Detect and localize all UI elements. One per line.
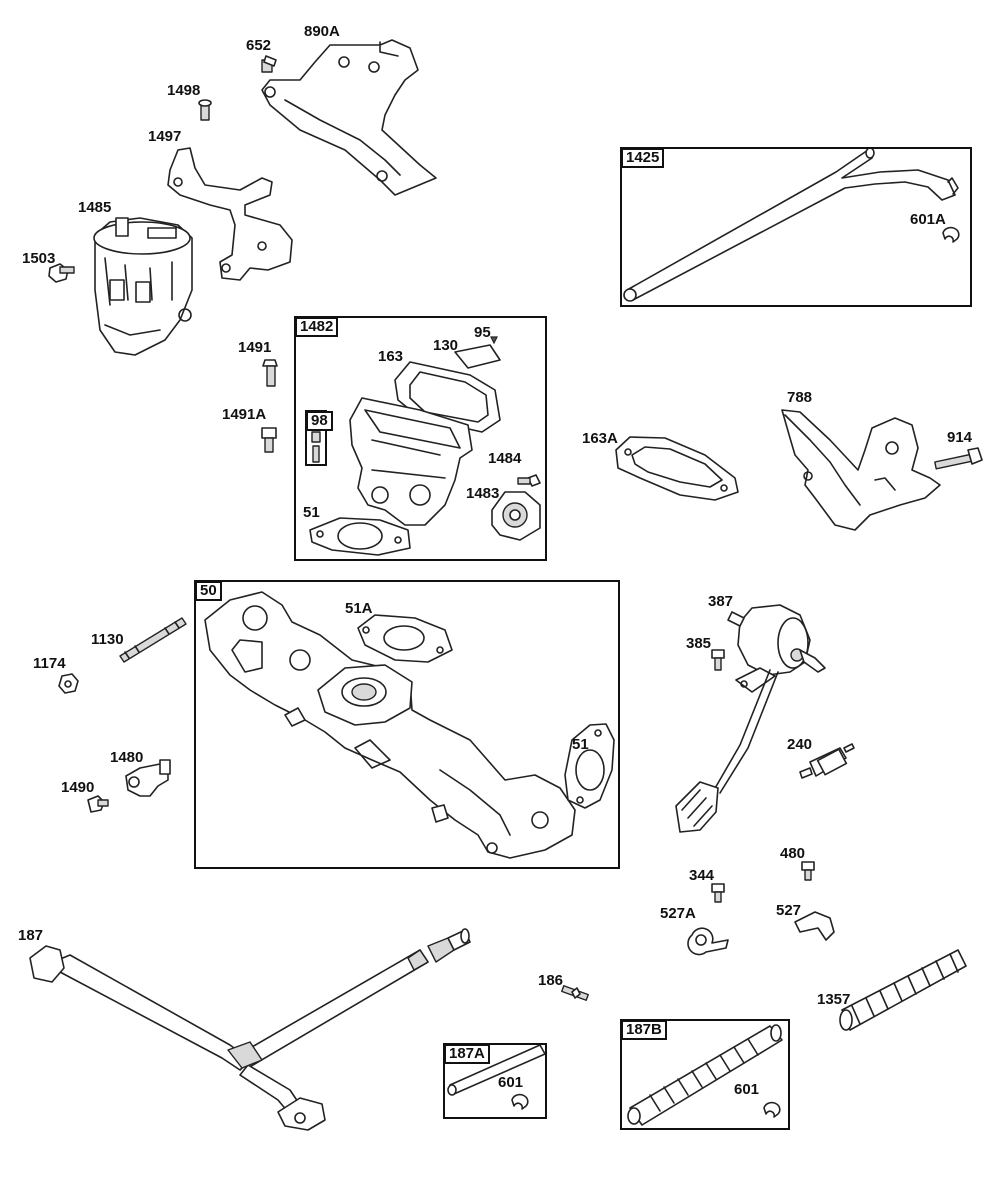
callout-163: 163 [378,348,404,365]
bolt-1491-drawing [262,359,278,387]
callout-480: 480 [780,845,806,862]
stud-1130-drawing [119,617,187,663]
callout-385: 385 [686,635,712,652]
box-1482: 1482 [294,316,547,561]
screw-385-drawing [711,649,725,671]
bracket-890a-drawing [261,39,437,196]
callout-601-tube-b: 601 [734,1081,760,1098]
fuel-filter-240-drawing [799,743,855,779]
tube-1425-drawing [623,147,959,302]
callout-1174: 1174 [33,655,66,672]
callout-527a: 527A [660,905,696,922]
callout-1480: 1480 [110,749,144,766]
screw-1498-drawing [198,99,212,121]
tube-187b-drawing [627,1024,783,1126]
screw-344-drawing [711,883,725,903]
box-187a: 187A [443,1043,547,1119]
callout-1357: 1357 [817,991,851,1008]
callout-187: 187 [18,927,44,944]
bracket-1497-drawing [167,147,293,281]
box-98: 98 [305,410,333,466]
fitting-1480-drawing [125,759,171,797]
callout-914: 914 [947,429,973,446]
box-label-1425: 1425 [621,148,665,168]
callout-1498: 1498 [167,82,201,99]
callout-344: 344 [689,867,715,884]
callout-51-throttle: 51 [303,504,320,521]
callout-1497: 1497 [148,128,182,145]
callout-1485: 1485 [78,199,112,216]
callout-387: 387 [708,593,734,610]
bracket-788-drawing [781,409,941,531]
gasket-163a-drawing [615,436,739,501]
manifold-50-drawing [204,591,576,859]
callout-130: 130 [433,337,459,354]
screw-480-drawing [801,861,815,881]
clamp-527-drawing [794,911,835,941]
callout-163a: 163A [582,430,618,447]
callout-1503: 1503 [22,250,56,267]
callout-95: 95 [474,324,491,341]
filter-housing-1485-drawing [93,217,193,356]
fuel-pump-387-drawing [675,604,826,833]
callout-601-tube-a: 601 [498,1074,524,1091]
callout-652: 652 [246,37,272,54]
fitting-186-drawing [561,985,589,1001]
box-187b: 187B [620,1019,790,1130]
box-label-1482: 1482 [295,317,339,337]
callout-186: 186 [538,972,564,989]
box-label-187b: 187B [621,1020,667,1040]
callout-1483: 1483 [466,485,500,502]
clip-601a-drawing [942,226,960,243]
callout-1491: 1491 [238,339,272,356]
callout-51a: 51A [345,600,373,617]
callout-1490: 1490 [61,779,95,796]
callout-527: 527 [776,902,802,919]
callout-890a: 890A [304,23,340,40]
gasket-51-side-drawing [564,723,615,809]
hose-assembly-187-drawing [29,928,471,1131]
callout-1484: 1484 [488,450,522,467]
bolt-914-drawing [934,447,983,470]
clamp-527a-drawing [687,927,729,956]
bolt-1491a-drawing [261,427,277,453]
callout-51-manifold: 51 [572,736,589,753]
callout-1130: 1130 [91,631,124,648]
screw-set-98-drawing [311,431,321,463]
box-label-50: 50 [195,581,222,601]
screw-1490-drawing [87,795,109,813]
box-label-187a: 187A [444,1044,490,1064]
screw-1503-drawing [48,263,75,283]
callout-601a: 601A [910,211,946,228]
box-50: 50 [194,580,620,869]
spring-hose-1357-drawing [839,949,967,1031]
gasket-51a-drawing [357,614,453,663]
box-label-98: 98 [306,411,333,431]
callout-788: 788 [787,389,813,406]
callout-240: 240 [787,736,813,753]
throttle-body-1482-drawing [309,336,541,556]
bolt-652-drawing [261,55,277,73]
box-1425: 1425 [620,147,972,307]
callout-1491a: 1491A [222,406,267,423]
nut-1174-drawing [58,673,79,694]
